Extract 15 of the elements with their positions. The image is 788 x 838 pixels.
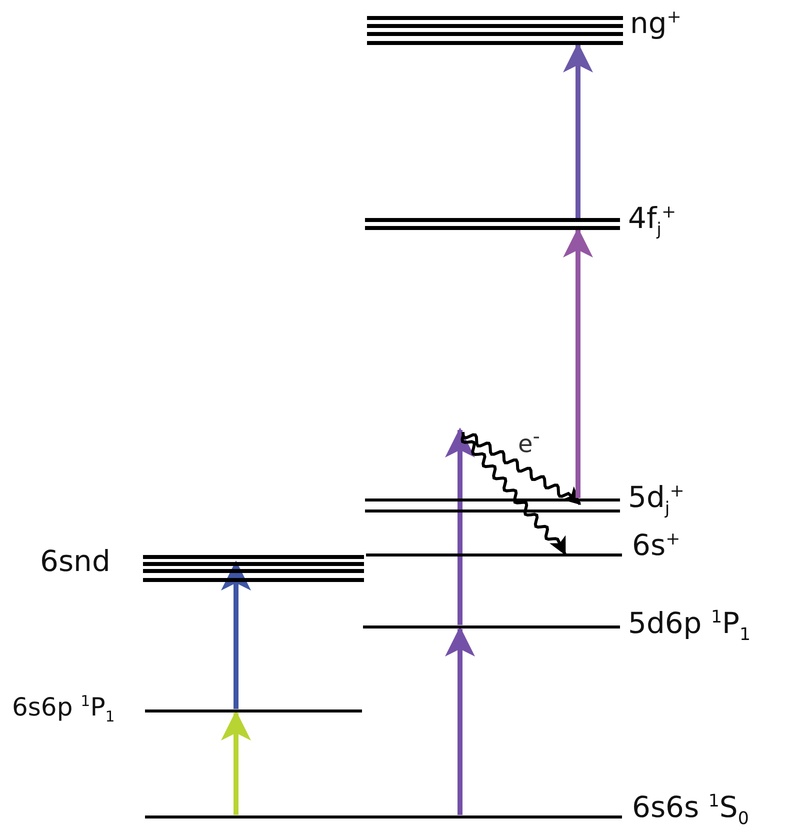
wavy-arrow <box>462 432 582 506</box>
arrow <box>445 428 475 625</box>
arrow <box>221 560 251 709</box>
edge-label: e$^{-}$ <box>518 424 540 458</box>
level-label: 5d6p $^{1}$P$_{1}$ <box>628 608 751 645</box>
arrow <box>563 228 593 498</box>
wavy-arrow <box>460 436 566 556</box>
level-label: 6s$^{+}$ <box>632 530 680 562</box>
level-label: ng$^{+}$ <box>630 8 682 40</box>
arrow <box>445 626 475 815</box>
level-label: 6snd <box>40 546 110 578</box>
arrow <box>563 42 593 218</box>
arrow <box>221 710 251 815</box>
level-label: 6s6p $^{1}$P$_{1}$ <box>12 693 115 725</box>
level-label: 6s6s $^{1}$S$_{0}$ <box>632 792 749 829</box>
